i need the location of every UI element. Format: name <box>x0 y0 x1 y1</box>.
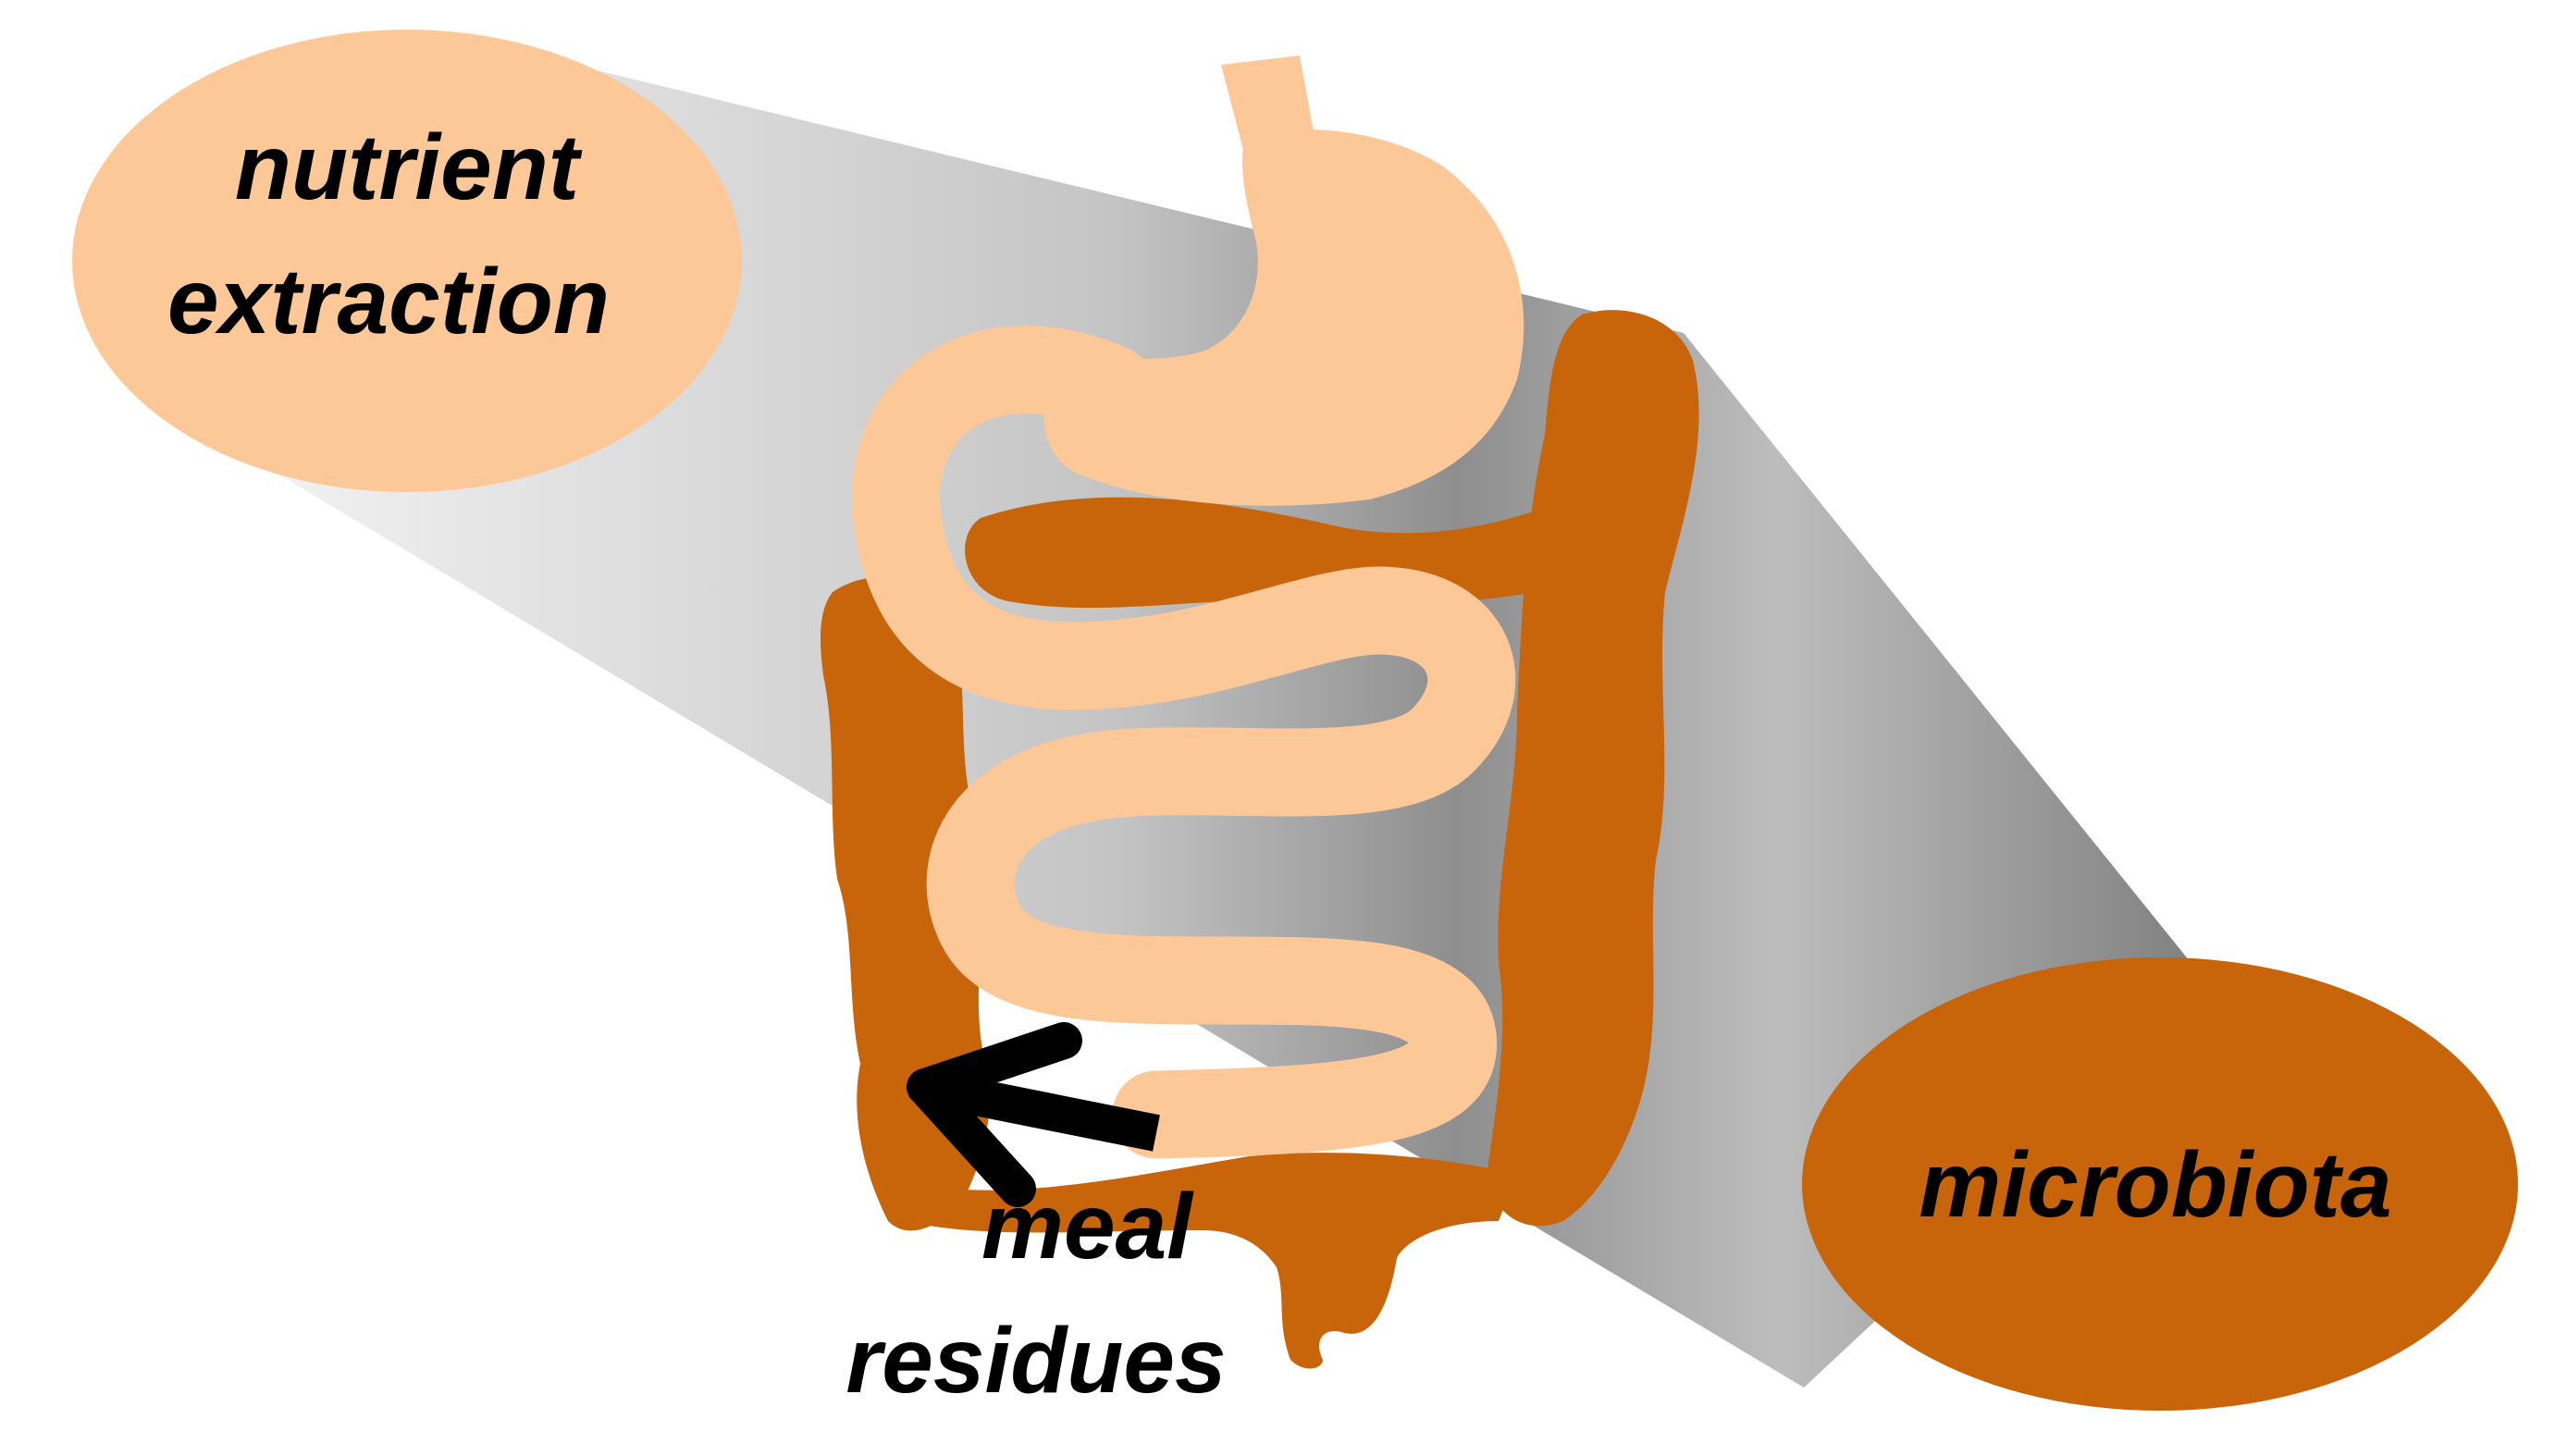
meal-label-line1: meal <box>981 1175 1194 1278</box>
microbiota-label: microbiota <box>1919 1133 2391 1237</box>
microbiota-ellipse <box>1802 957 2518 1411</box>
rectum <box>907 1153 1517 1369</box>
small-intestine <box>852 326 1516 1159</box>
nutrient-extraction-ellipse <box>72 30 742 492</box>
nutrient-label-line2: extraction <box>167 250 610 353</box>
descending-colon <box>1487 310 1699 1227</box>
stomach <box>1043 56 1524 506</box>
connection-beam <box>213 65 2220 1388</box>
nutrient-label-line1: nutrient <box>235 116 583 219</box>
arrow-left-icon <box>907 1022 1160 1207</box>
meal-label-line2: residues <box>845 1309 1226 1413</box>
transverse-colon <box>965 472 1665 609</box>
stomach-body <box>1043 130 1524 506</box>
